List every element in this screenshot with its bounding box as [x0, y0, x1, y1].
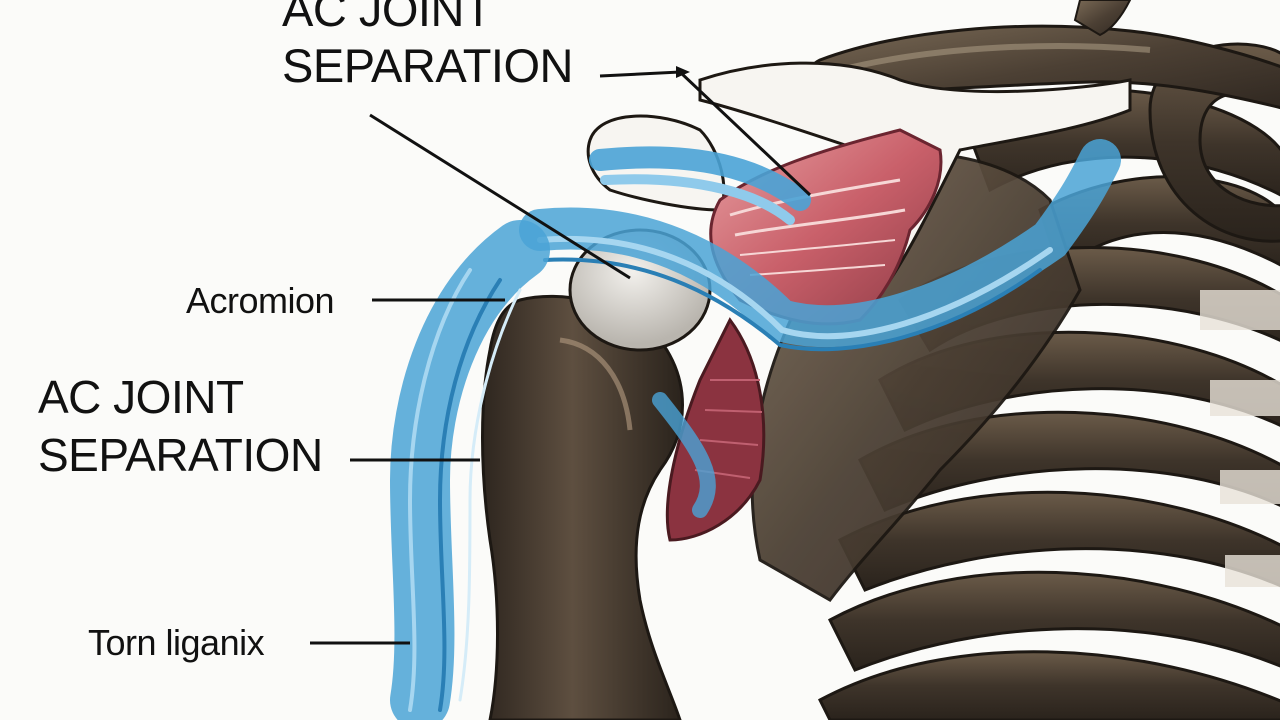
rib-cartilage — [1210, 380, 1280, 416]
rib — [828, 570, 1280, 672]
rib — [818, 650, 1280, 720]
torn-ligament-label: Torn liganix — [88, 622, 265, 663]
rib-cartilage — [1225, 555, 1280, 587]
rib-cartilage — [1220, 470, 1280, 504]
left-title-line2: SEPARATION — [38, 429, 323, 481]
arrow-head — [676, 66, 690, 78]
left-title: AC JOINT SEPARATION — [38, 368, 323, 484]
rib — [838, 490, 1280, 592]
leader-diagonal — [369, 113, 631, 280]
ligament-bundle — [389, 139, 1121, 720]
top-title: AC JOINT SEPARATION — [282, 0, 573, 94]
leader-lines — [310, 66, 812, 645]
top-title-line1: AC JOINT — [282, 0, 493, 36]
left-title-line1: AC JOINT — [38, 371, 244, 423]
rib-cartilage — [1200, 290, 1280, 330]
top-title-line2: SEPARATION — [282, 39, 573, 92]
acromion-label: Acromion — [186, 280, 335, 321]
clavicle-highlight — [839, 43, 1151, 73]
clavicle-upper — [1073, 0, 1132, 37]
humerus — [481, 228, 712, 720]
